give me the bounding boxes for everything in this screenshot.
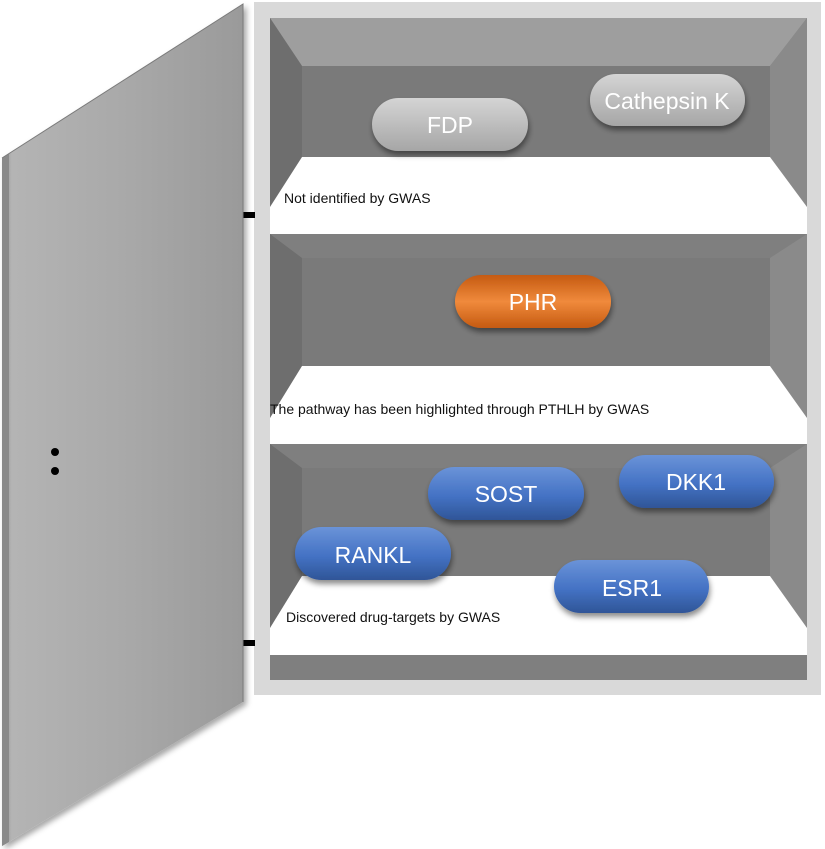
pill-dkk1: DKK1: [619, 455, 774, 508]
pill-label: PHR: [509, 289, 558, 315]
shelf-label-top: Not identified by GWAS: [284, 190, 431, 206]
shelf-top: [270, 157, 807, 234]
pill-phr: PHR: [455, 275, 611, 328]
hinge-bottom: [243, 640, 255, 646]
pill-label: FDP: [427, 112, 473, 138]
pill-rankl: RANKL: [295, 527, 451, 580]
cabinet-door: [1, 3, 244, 846]
pill-cathepsin-k: Cathepsin K: [590, 74, 745, 126]
shelf-label-bottom: Discovered drug-targets by GWAS: [286, 609, 500, 625]
pill-sost: SOST: [428, 467, 584, 520]
door-handle-knob: [51, 467, 59, 475]
hinge-top: [243, 212, 255, 218]
pill-label: SOST: [475, 481, 538, 507]
shelf-middle: [270, 366, 807, 444]
pill-label: Cathepsin K: [604, 88, 730, 114]
pill-fdp: FDP: [372, 98, 528, 151]
pill-esr1: ESR1: [554, 560, 709, 613]
shelf-label-middle: The pathway has been highlighted through…: [270, 401, 649, 417]
pill-label: ESR1: [602, 575, 662, 601]
pill-label: DKK1: [666, 469, 726, 495]
pill-label: RANKL: [335, 542, 412, 568]
door-handle-knob: [51, 448, 59, 456]
